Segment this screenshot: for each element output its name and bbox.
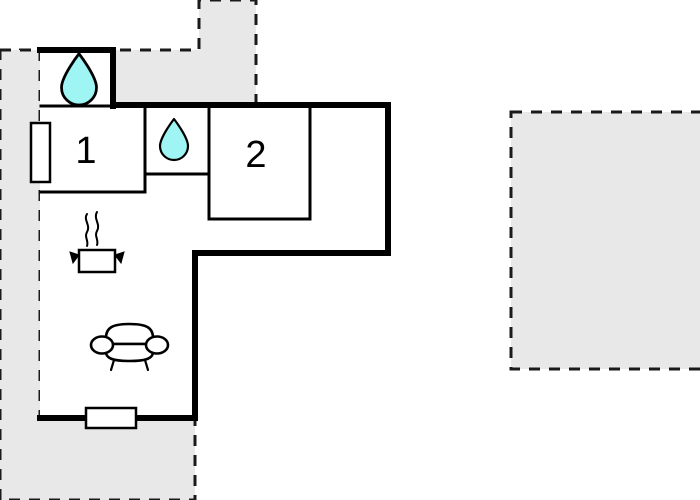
- water-drop-shape: [60, 52, 98, 107]
- sofa-icon: [89, 322, 170, 372]
- steam-line-left: [84, 213, 90, 247]
- window-south: [84, 406, 138, 430]
- room-label-1: 1: [75, 130, 96, 172]
- window-west: [29, 121, 52, 184]
- water-drop-icon: [158, 117, 190, 162]
- room-labels-group: 1 2: [75, 130, 266, 176]
- exterior-walls-group: [37, 47, 391, 421]
- sofa-leg-left: [109, 358, 116, 372]
- pot-handle-left: [69, 251, 80, 265]
- water-drop-icons-group: [60, 52, 190, 162]
- detached-terrace-area: [509, 110, 700, 371]
- room-label-2: 2: [245, 134, 266, 176]
- pot-body: [77, 248, 117, 274]
- sofa-leg-right: [143, 358, 150, 372]
- stove-pot-icon: [69, 211, 125, 274]
- windows-group: [29, 121, 138, 430]
- pot-handle-right: [114, 251, 125, 265]
- sofa-arm-left: [89, 335, 115, 355]
- sofa-arm-right: [144, 335, 170, 355]
- furniture-group: [69, 211, 170, 372]
- steam-line-right: [94, 211, 100, 246]
- water-drop-shape: [158, 117, 190, 162]
- water-drop-icon: [60, 52, 98, 107]
- interior-partitions-group: [39, 104, 312, 221]
